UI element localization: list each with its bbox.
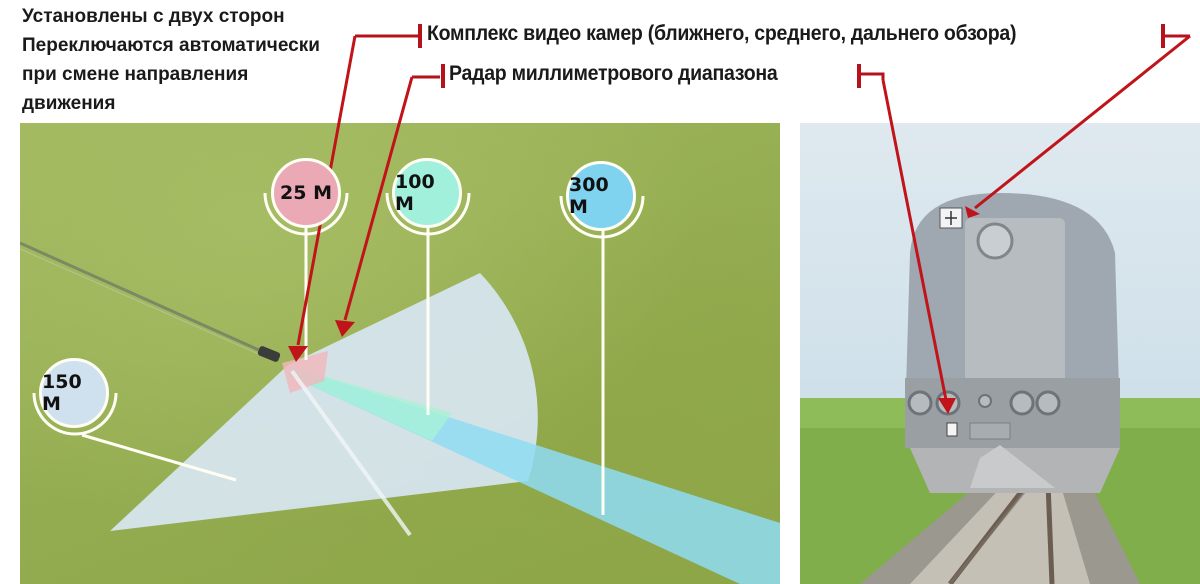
range-badge-25m: 25 М bbox=[271, 158, 341, 228]
locomotive-illustration bbox=[800, 193, 1200, 584]
range-badge-100m-label: 100 М bbox=[395, 171, 435, 215]
camera-zone-100m bbox=[288, 367, 452, 441]
radar-unit-icon bbox=[946, 422, 958, 437]
installation-note: Установлены с двух сторон Переключаются … bbox=[22, 2, 320, 118]
range-badge-150m-label: 150 М bbox=[42, 371, 82, 415]
locomotive-front-view bbox=[800, 123, 1200, 584]
range-badge-300m-label: 300 М bbox=[569, 174, 609, 218]
range-badge-25m-label: 25 М bbox=[280, 182, 332, 204]
note-line-2: Переключаются автоматически bbox=[22, 35, 320, 56]
range-badge-150m: 150 М bbox=[39, 358, 109, 428]
range-badge-300m: 300 М bbox=[566, 161, 636, 231]
range-badge-100m: 100 М bbox=[392, 158, 462, 228]
radar-label: Радар миллиметрового диапазона bbox=[449, 62, 778, 85]
note-line-3: при смене направления bbox=[22, 64, 249, 85]
locomotive-icon bbox=[257, 346, 281, 362]
note-line-4: движения bbox=[22, 93, 116, 114]
note-line-1: Установлены с двух сторон bbox=[22, 6, 285, 27]
camera-complex-label: Комплекс видео камер (ближнего, среднего… bbox=[427, 22, 1017, 45]
